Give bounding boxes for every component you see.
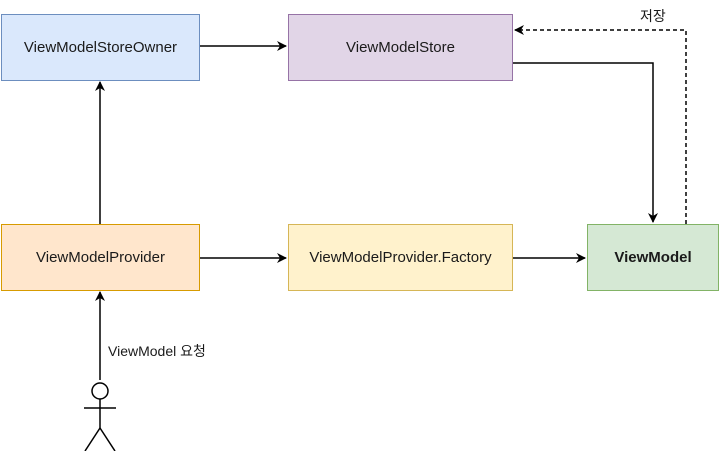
edge-label-save: 저장: [640, 8, 666, 24]
edge-store-to-viewmodel: [513, 62, 658, 223]
edge-viewmodel-save-to-store: [514, 25, 687, 224]
stick-figure-icon: [84, 382, 116, 451]
node-viewmodel-store-owner: ViewModelStoreOwner: [1, 14, 200, 81]
edge-label-request: ViewModel 요청: [108, 343, 206, 359]
node-viewmodel-provider-factory: ViewModelProvider.Factory: [288, 224, 513, 291]
node-label: ViewModelStoreOwner: [23, 39, 178, 56]
node-viewmodel-store: ViewModelStore: [288, 14, 513, 81]
node-label: ViewModelProvider.Factory: [309, 249, 492, 266]
node-label: ViewModelStore: [346, 39, 455, 56]
node-label: ViewModelProvider: [36, 249, 165, 266]
node-viewmodel: ViewModel: [587, 224, 719, 291]
node-label: ViewModel: [614, 249, 692, 266]
node-viewmodel-provider: ViewModelProvider: [1, 224, 200, 291]
